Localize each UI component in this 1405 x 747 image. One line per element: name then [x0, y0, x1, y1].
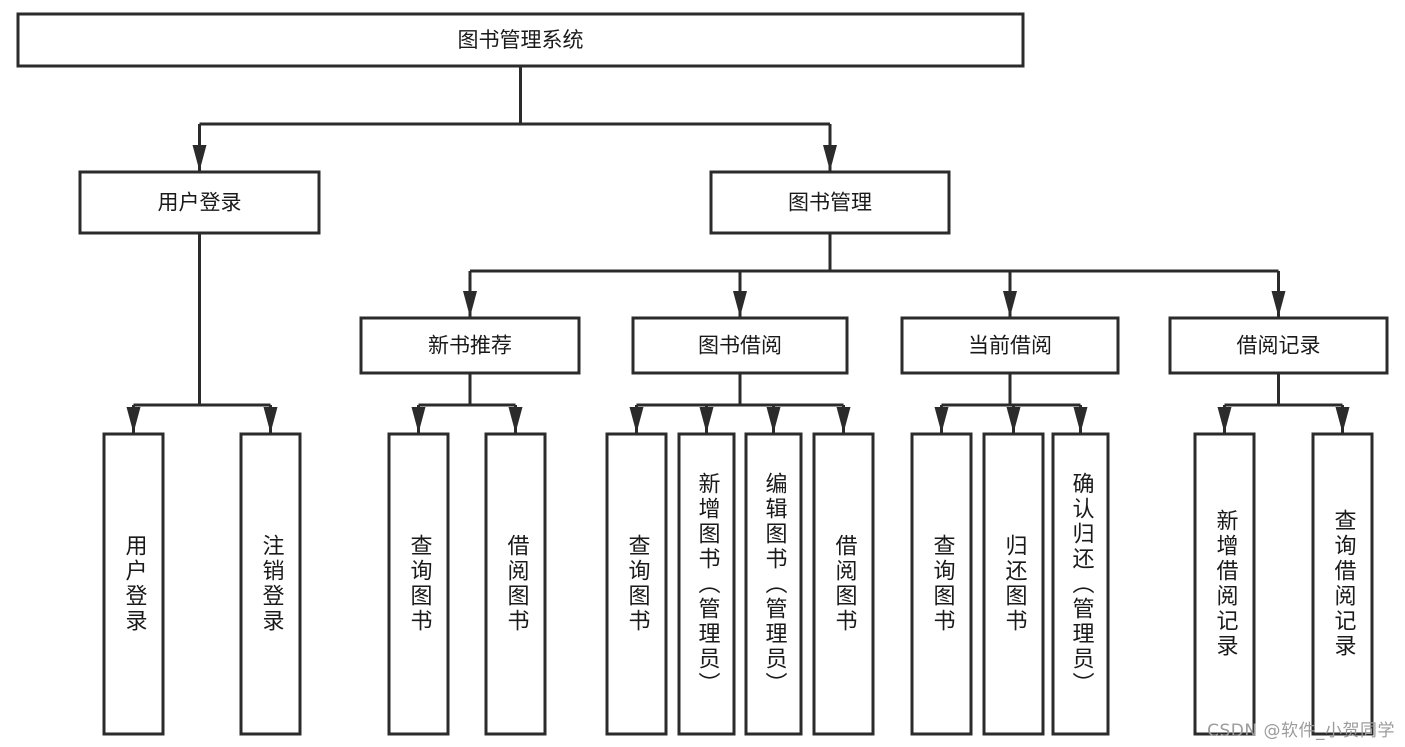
- node-leaf-2[interactable]: [387, 432, 450, 736]
- arrow-head-icon: [263, 407, 278, 433]
- node-level3-1[interactable]: [631, 316, 849, 375]
- node-level2-0[interactable]: [78, 170, 321, 235]
- node-root-label: 图书管理系统: [458, 28, 584, 52]
- node-leaf-3[interactable]: [484, 432, 547, 736]
- node-leaf-10[interactable]: [1051, 432, 1110, 736]
- node-leaf-9[interactable]: [982, 432, 1045, 736]
- arrow-head-icon: [1073, 407, 1088, 433]
- node-level3-2[interactable]: [900, 316, 1120, 375]
- node-level3-label-1: 图书借阅: [698, 334, 782, 358]
- arrow-head-icon: [411, 407, 426, 433]
- node-level3-label-0: 新书推荐: [428, 334, 512, 358]
- node-level3-label-2: 当前借阅: [968, 334, 1052, 358]
- node-level2-label-1: 图书管理: [788, 191, 872, 215]
- node-leaf-0[interactable]: [102, 432, 165, 736]
- arrow-head-icon: [508, 407, 523, 433]
- watermark-text: CSDN @软件_小贺同学: [1207, 721, 1395, 741]
- arrow-head-icon: [463, 291, 477, 317]
- node-root[interactable]: [16, 12, 1025, 68]
- arrow-head-icon: [766, 407, 781, 433]
- node-level2-1[interactable]: [709, 170, 951, 235]
- node-level3-3[interactable]: [1168, 316, 1389, 375]
- arrow-head-icon: [836, 407, 851, 433]
- arrow-head-icon: [823, 145, 837, 171]
- node-leaf-12[interactable]: [1311, 432, 1374, 736]
- node-leaf-6[interactable]: [744, 432, 803, 736]
- node-level3-label-3: 借阅记录: [1237, 334, 1321, 358]
- node-level3-0[interactable]: [359, 316, 581, 375]
- arrow-head-icon: [192, 145, 207, 171]
- connector-lines: [126, 66, 1350, 433]
- arrow-head-icon: [1003, 291, 1017, 317]
- node-leaf-7[interactable]: [812, 432, 875, 736]
- arrow-head-icon: [934, 407, 949, 433]
- arrow-head-icon: [629, 407, 644, 433]
- node-leaf-8[interactable]: [910, 432, 973, 736]
- arrow-head-icon: [1271, 291, 1286, 317]
- arrow-head-icon: [1217, 407, 1232, 433]
- node-leaf-4[interactable]: [605, 432, 668, 736]
- node-leaf-11[interactable]: [1193, 432, 1256, 736]
- node-boxes: [16, 12, 1389, 736]
- node-leaf-5[interactable]: [677, 432, 736, 736]
- arrow-head-icon: [733, 291, 747, 317]
- arrow-head-icon: [699, 407, 714, 433]
- arrow-head-icon: [1006, 407, 1021, 433]
- arrow-head-icon: [126, 407, 141, 433]
- arrow-head-icon: [1335, 407, 1350, 433]
- node-leaf-1[interactable]: [239, 432, 302, 736]
- node-level2-label-0: 用户登录: [158, 191, 242, 215]
